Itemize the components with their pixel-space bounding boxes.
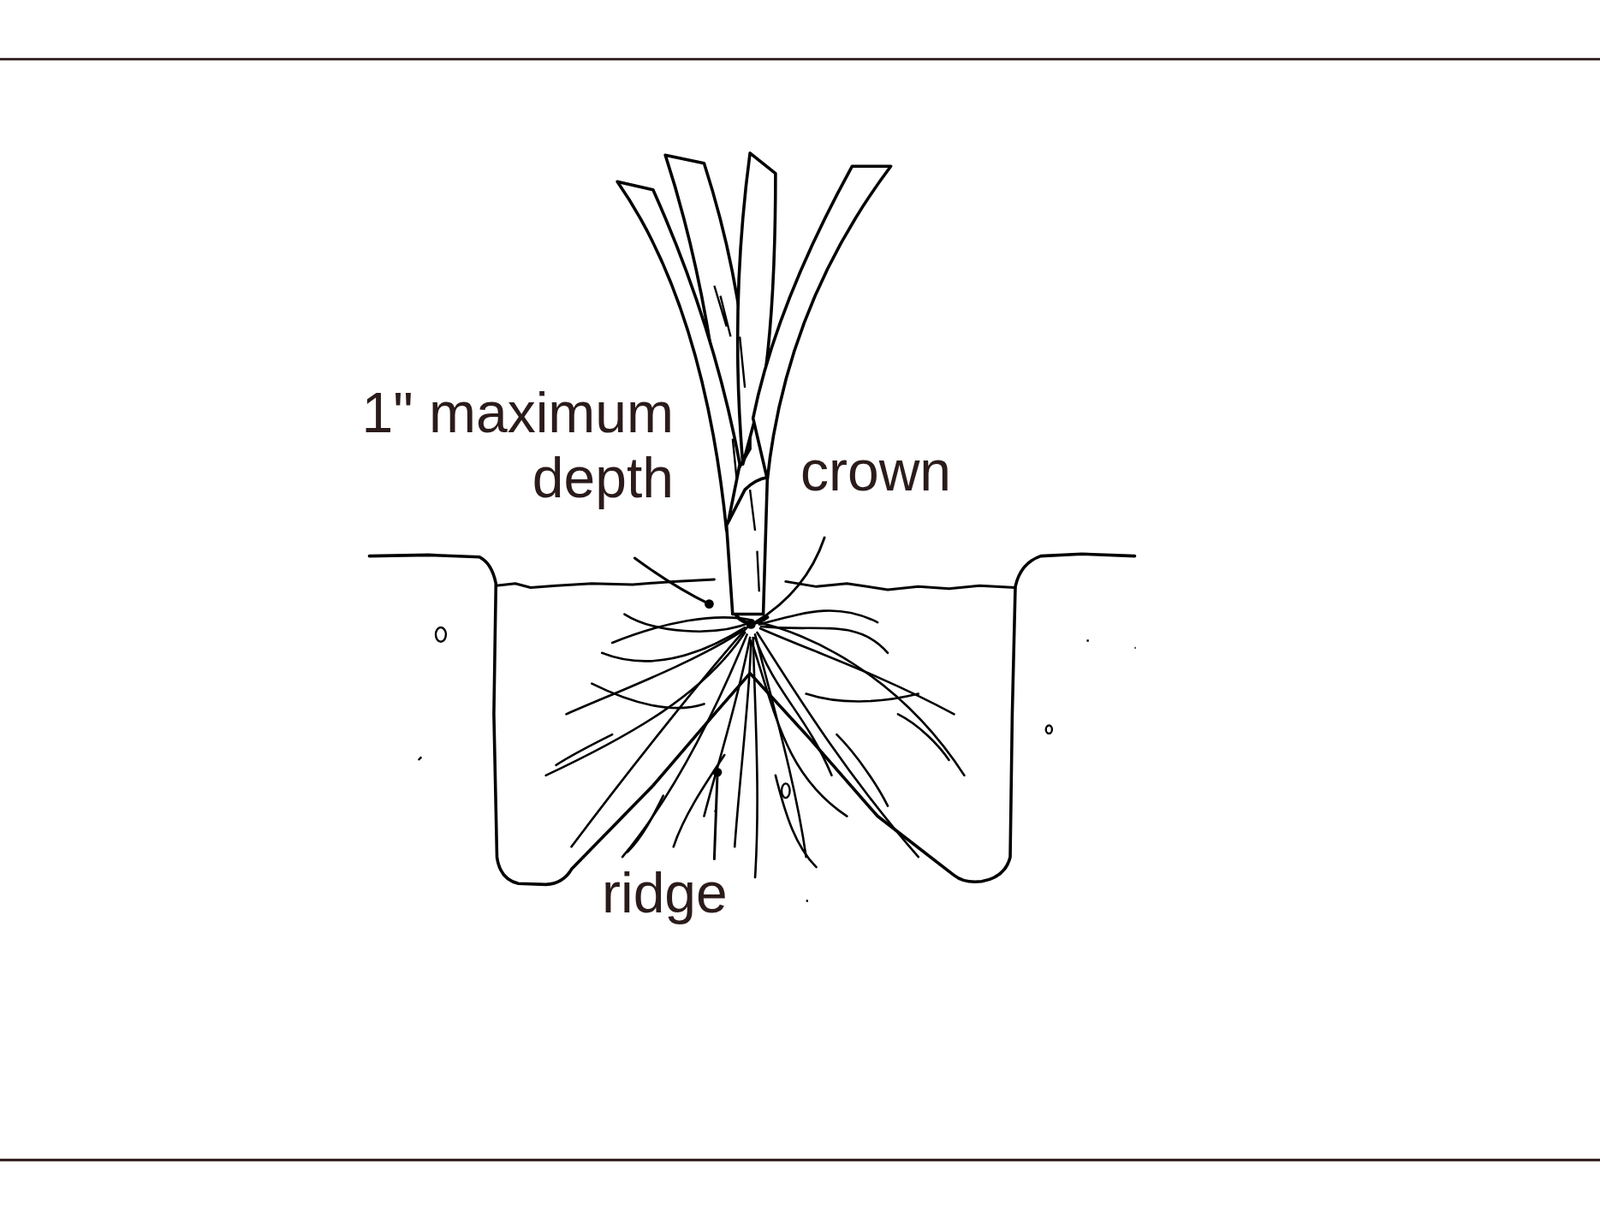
callout-label: ridge bbox=[601, 860, 728, 926]
roots bbox=[546, 610, 965, 878]
rule-line bbox=[0, 1159, 1600, 1162]
leader-lines bbox=[634, 537, 825, 859]
callout-label: crown bbox=[800, 438, 952, 504]
callout-label: 1" maximum depth bbox=[331, 380, 674, 511]
leaf-shading bbox=[713, 285, 759, 593]
rule-line bbox=[0, 58, 1600, 61]
leader-dots bbox=[704, 599, 756, 777]
soil-specks bbox=[418, 627, 1137, 901]
